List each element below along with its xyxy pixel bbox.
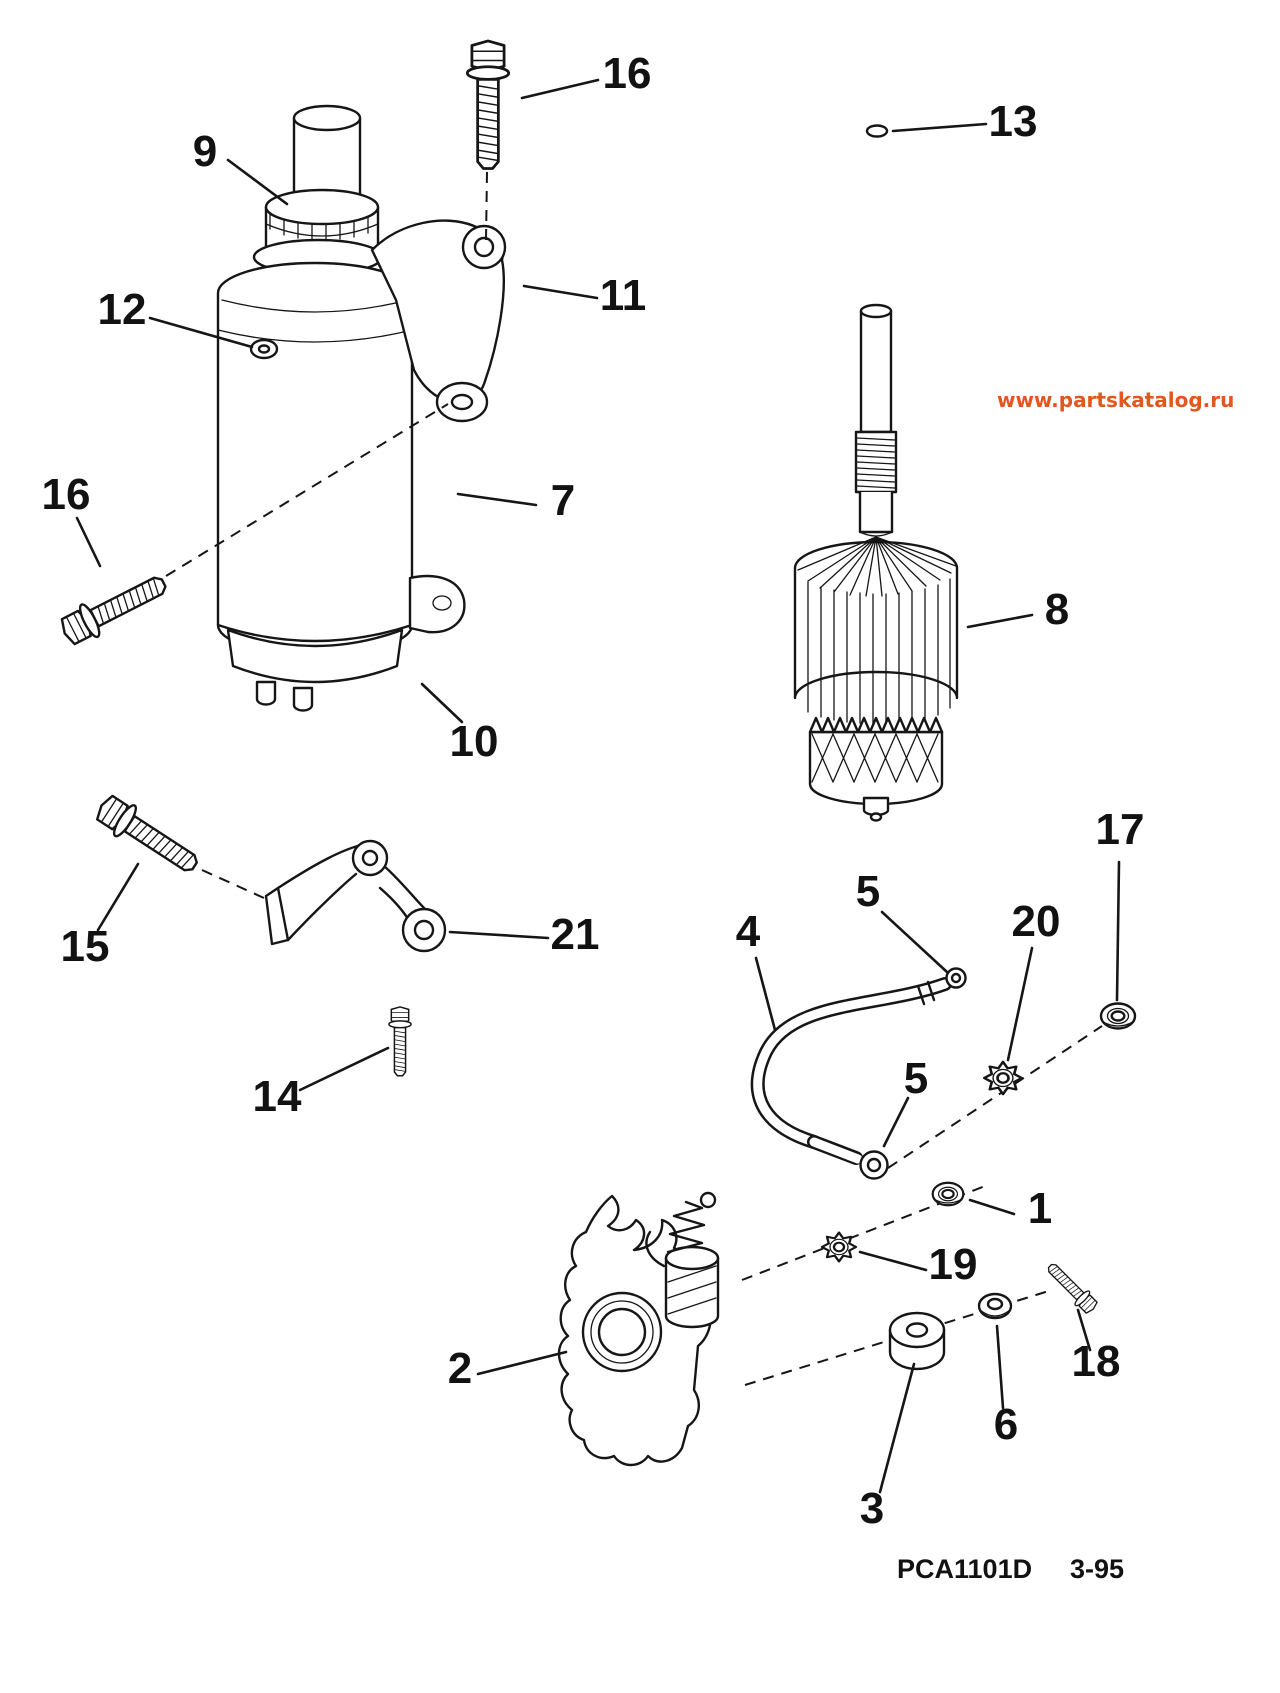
callout-6: 6 <box>994 1400 1018 1449</box>
callout-5-lower: 5 <box>904 1054 928 1103</box>
starter-motor-drawing <box>216 104 507 712</box>
callout-13: 13 <box>989 97 1038 146</box>
callout-10: 10 <box>450 717 499 766</box>
callout-12: 12 <box>98 285 147 334</box>
callout-14: 14 <box>253 1072 302 1121</box>
bolt-14 <box>388 1006 412 1077</box>
callout-11: 11 <box>600 271 647 320</box>
callout-16-top: 16 <box>603 49 652 98</box>
callout-labels: 16 13 9 11 12 16 7 8 10 15 21 17 5 4 20 … <box>42 49 1145 1533</box>
washer-6-drawing <box>977 1292 1013 1320</box>
drawing-revision: 3-95 <box>1070 1554 1124 1584</box>
callout-18: 18 <box>1072 1337 1121 1386</box>
callout-19: 19 <box>929 1240 978 1289</box>
callout-7: 7 <box>551 476 575 525</box>
leader-lines <box>75 78 1121 1494</box>
armature-drawing <box>793 303 959 822</box>
callout-20: 20 <box>1012 897 1061 946</box>
lock-washer-20-drawing <box>982 1060 1024 1096</box>
flange-nut-17-drawing <box>1099 1002 1137 1030</box>
bolt-16-left <box>55 565 173 651</box>
callout-16-left: 16 <box>42 470 91 519</box>
callout-8: 8 <box>1045 585 1069 634</box>
cable-drawing <box>750 967 967 1180</box>
lock-washer-19-drawing <box>820 1231 858 1263</box>
grommet-3-drawing <box>888 1311 946 1371</box>
callout-3: 3 <box>860 1484 884 1533</box>
callout-4: 4 <box>736 907 761 956</box>
solenoid-bracket-drawing <box>557 1191 720 1467</box>
drawing-code: PCA1101D <box>897 1554 1032 1584</box>
screw-18-drawing <box>1042 1258 1101 1317</box>
watermark-text: www.partskatalog.ru <box>997 388 1234 412</box>
callout-9: 9 <box>193 127 217 176</box>
callout-5-upper: 5 <box>856 867 880 916</box>
callout-1: 1 <box>1028 1184 1052 1233</box>
bracket-strap-drawing <box>264 839 447 953</box>
bolt-16-top <box>465 39 511 170</box>
callout-2: 2 <box>448 1344 472 1393</box>
bolt-15 <box>90 789 206 883</box>
callout-15: 15 <box>61 922 110 971</box>
callout-17: 17 <box>1096 805 1145 854</box>
callout-21: 21 <box>551 910 600 959</box>
pin-13-drawing <box>865 124 889 138</box>
flange-nut-1-drawing <box>931 1181 965 1207</box>
